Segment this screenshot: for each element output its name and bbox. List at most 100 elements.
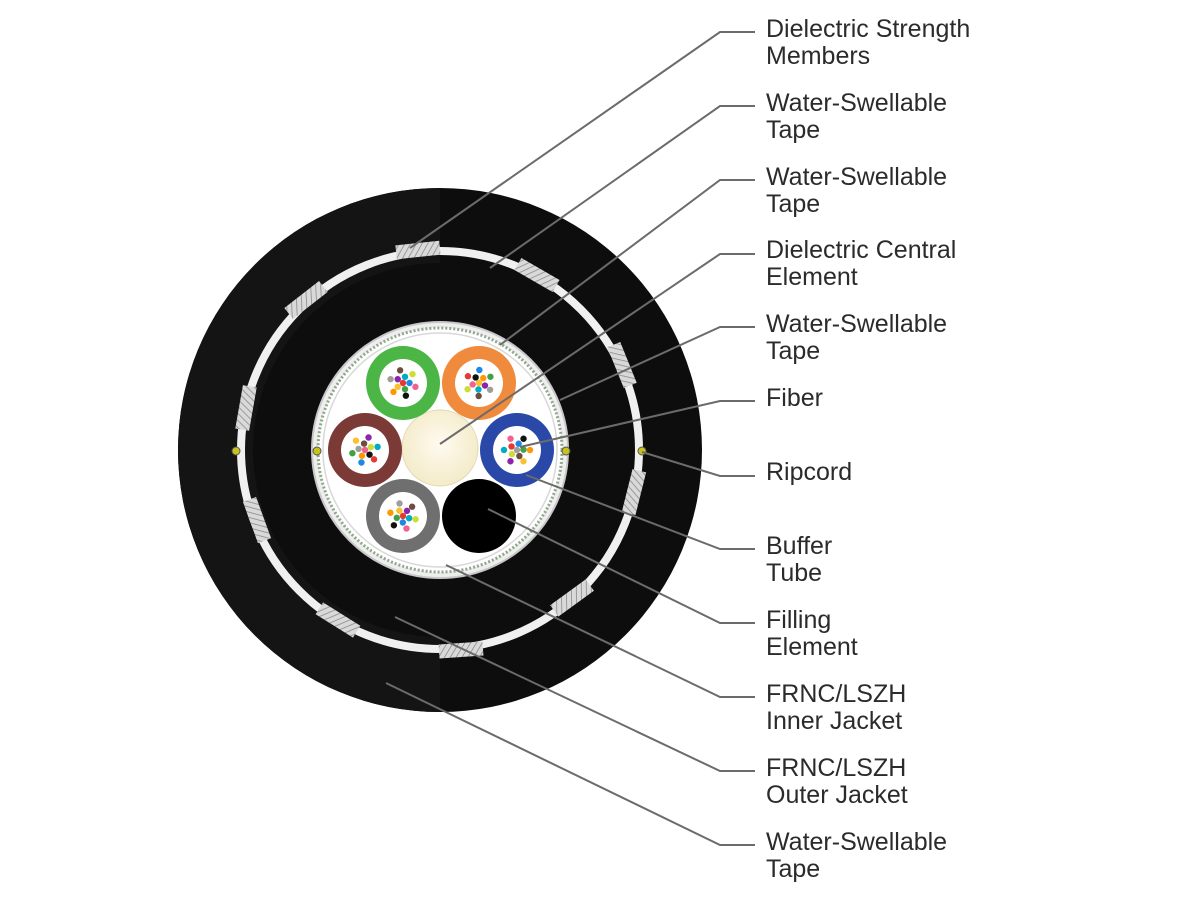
label-filling-element: Filling Element: [766, 606, 858, 661]
fiber: [367, 443, 375, 451]
fiber: [393, 514, 400, 522]
buffer-tube-green: [366, 346, 440, 420]
strength-member: [621, 468, 647, 516]
fiber: [464, 373, 472, 380]
fiber: [396, 367, 404, 374]
fiber: [394, 375, 401, 383]
strength-member: [550, 579, 594, 617]
fiber: [408, 503, 416, 510]
buffer-tube-blue: [480, 413, 554, 487]
fiber: [487, 373, 494, 380]
fiber: [387, 375, 394, 383]
fiber: [516, 452, 523, 460]
fiber: [475, 392, 482, 400]
fiber: [358, 452, 366, 459]
fiber: [406, 379, 413, 387]
fiber: [507, 435, 514, 442]
leader-line-buffer-tube: [525, 474, 755, 550]
fiber: [374, 443, 381, 451]
fiber: [403, 525, 410, 532]
label-ripcord: Ripcord: [766, 458, 853, 486]
fiber: [401, 373, 409, 381]
strength-member: [607, 341, 637, 389]
fiber: [358, 459, 365, 466]
fiber: [360, 440, 368, 447]
label-dielectric-strength-members: Dielectric Strength Members: [766, 15, 971, 70]
fiber: [508, 450, 516, 458]
label-inner-jacket: FRNC/LSZH Inner Jacket: [766, 680, 907, 735]
label-water-swellable-tape-2: Water-Swellable Tape: [766, 163, 948, 218]
buffer-tube-brown: [328, 413, 402, 487]
fiber: [405, 514, 413, 522]
ripcord-outer-left: [231, 446, 241, 456]
buffer-tube-orange: [442, 346, 516, 420]
fiber: [481, 382, 489, 389]
fiber: [515, 440, 522, 447]
fiber: [399, 519, 407, 526]
fiber: [396, 507, 403, 514]
label-fiber: Fiber: [766, 384, 823, 412]
fiber: [355, 445, 362, 453]
leader-line-ripcord: [641, 451, 755, 477]
leader-line-tape-4: [385, 682, 755, 846]
fiber: [390, 522, 398, 529]
leader-lines: [385, 31, 755, 846]
strength-member: [235, 385, 257, 431]
fiber: [507, 458, 514, 465]
fiber: [349, 449, 356, 457]
fiber: [508, 443, 515, 450]
leader-line-tape-1: [489, 105, 755, 269]
leader-line-filling-element: [487, 508, 755, 624]
label-dielectric-central-element: Dielectric Central Element: [766, 236, 957, 291]
filling-element: [442, 479, 516, 553]
fiber: [361, 446, 369, 454]
leader-line-tape-3: [559, 326, 755, 401]
fiber: [520, 446, 527, 453]
fiber: [513, 446, 521, 454]
strength-member: [514, 257, 560, 293]
fiber: [390, 388, 397, 396]
leader-line-tape-2: [499, 179, 755, 346]
fiber: [486, 386, 494, 393]
strength-member: [242, 496, 272, 544]
fiber: [366, 451, 373, 458]
dielectric-strength-members: [235, 240, 647, 659]
fiber: [476, 366, 483, 374]
label-water-swellable-tape-3: Water-Swellable Tape: [766, 310, 948, 365]
label-outer-jacket: FRNC/LSZH Outer Jacket: [766, 754, 908, 809]
strength-member: [315, 602, 361, 638]
leader-line-inner-jacket: [445, 564, 755, 698]
fiber: [401, 385, 409, 393]
fiber: [402, 392, 410, 399]
fiber: [469, 381, 476, 388]
fiber: [370, 456, 378, 463]
fiber: [412, 383, 419, 391]
fiber: [365, 434, 372, 441]
fiber: [352, 437, 360, 444]
fiber: [464, 386, 471, 393]
fiber: [472, 374, 479, 381]
ripcord-inner-left: [312, 446, 322, 456]
label-water-swellable-tape-1: Water-Swellable Tape: [766, 89, 948, 144]
fiber: [526, 446, 534, 454]
leader-line-fiber: [519, 400, 755, 448]
fiber: [387, 509, 394, 516]
strength-member: [395, 240, 441, 260]
ripcord-inner-right: [561, 446, 571, 456]
fiber: [403, 507, 411, 515]
fiber: [396, 500, 403, 507]
fiber: [500, 446, 508, 454]
fiber: [475, 386, 482, 393]
leader-line-strength-members: [409, 31, 755, 249]
fiber: [394, 383, 401, 391]
fiber: [399, 512, 407, 520]
fiber: [520, 435, 527, 442]
fiber: [399, 379, 407, 387]
buffer-tube-gray: [366, 479, 440, 553]
fiber: [412, 516, 419, 523]
strength-member: [284, 280, 328, 320]
fiber: [520, 458, 527, 465]
fiber: [480, 374, 487, 382]
dielectric-central-element: [401, 409, 479, 487]
